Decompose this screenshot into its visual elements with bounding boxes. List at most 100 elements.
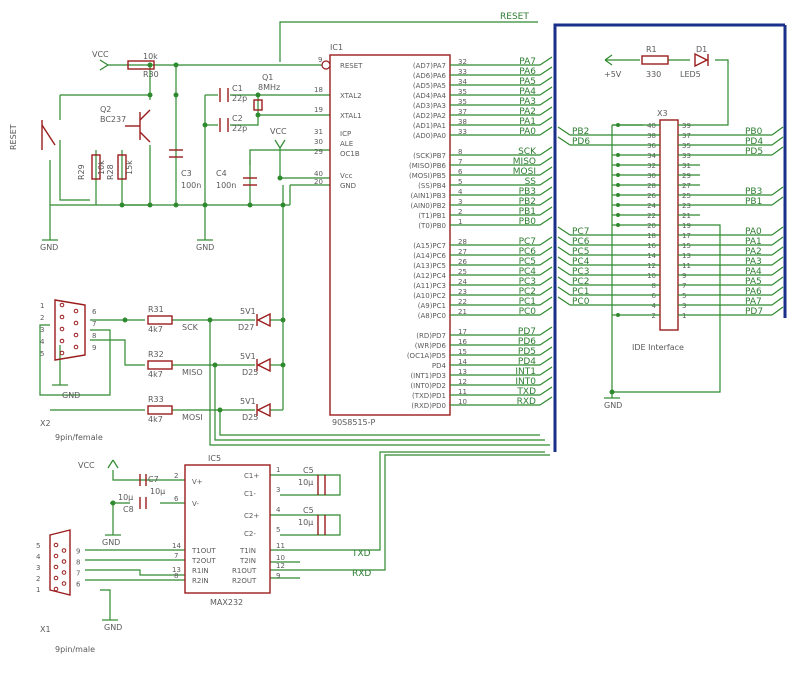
mcu-pin-number: 38	[458, 118, 467, 126]
mcu-pin-number: 22	[458, 298, 467, 306]
ic5-c1minus: C1-	[244, 490, 256, 498]
x1-connector	[49, 529, 71, 596]
mcu-pin-number: 11	[458, 388, 467, 396]
q1-crystal	[253, 99, 263, 111]
bus-entry	[539, 396, 553, 406]
q1-name: Q1	[262, 73, 273, 82]
ide-left-pin-number: 16	[647, 242, 656, 250]
bus-entry	[557, 126, 571, 136]
bus-entry	[771, 256, 784, 266]
ic5-r2out: R2OUT	[232, 577, 257, 585]
ide-left-pin-number: 14	[647, 252, 656, 260]
ic5-pin-9: 9	[276, 572, 280, 580]
x2-pin-number: 9	[92, 344, 96, 352]
q1-value: 8MHz	[258, 83, 280, 92]
bus-entry	[771, 136, 784, 146]
mcu-pin-number: 26	[458, 258, 467, 266]
mcu-pin-number: 8	[458, 148, 462, 156]
txd-net-label: TXD	[351, 549, 371, 559]
vcc-mid-label: VCC	[270, 127, 287, 136]
plus5v-arrow	[604, 54, 613, 66]
mcu-pin-label: (MISO)PB6	[409, 162, 447, 170]
x1-pin-number: 2	[36, 575, 40, 583]
c2-symbol	[219, 118, 229, 132]
r28-value: 15k	[125, 160, 134, 175]
ic1-gnd-pin: GND	[340, 182, 356, 190]
x2-pin-contact	[59, 302, 65, 308]
x1-pin-contact	[53, 586, 59, 592]
d1-name: D1	[696, 45, 707, 54]
bus-entry	[557, 266, 571, 276]
gnd-label-2: GND	[196, 243, 214, 252]
bus-entry	[539, 276, 553, 286]
x2-pin-contact	[73, 320, 79, 326]
mcu-net-label: PD7	[518, 327, 536, 337]
ic1-icp-pin: ICP	[340, 130, 351, 138]
mcu-pin-number: 24	[458, 278, 467, 286]
ide-interface-label: IDE Interface	[632, 343, 684, 352]
ic5-pin-11: 11	[276, 542, 285, 550]
mcu-net-label: PC7	[519, 237, 536, 247]
mcu-net-label: PC3	[519, 277, 536, 287]
sck-line-label: SCK	[182, 323, 199, 332]
ide-right-net-label: PA5	[745, 277, 762, 287]
ide-right-pin-number: 13	[682, 252, 691, 260]
vcc-top-label: VCC	[92, 50, 109, 59]
bus-entry	[539, 166, 553, 176]
ide-right-pin-number: 37	[682, 132, 691, 140]
ide-left-pin-number: 18	[647, 232, 656, 240]
gnd-x2-label: GND	[62, 391, 80, 400]
ide-left-pin-number: 34	[647, 152, 656, 160]
ic5-r1in: R1IN	[192, 567, 209, 575]
ide-right-pin-number: 31	[682, 162, 691, 170]
mcu-net-label: PA6	[519, 67, 536, 77]
ic5-pin-6: 6	[174, 495, 179, 503]
bus-entry	[771, 296, 784, 306]
d27-value: 5V1	[240, 307, 256, 316]
x2-connector	[54, 299, 86, 361]
bus-entry	[539, 376, 553, 386]
x2-pin-contact	[73, 308, 79, 314]
max232-label: MAX232	[210, 598, 243, 607]
bus-entry	[539, 76, 553, 86]
mcu-net-label: PB2	[519, 197, 536, 207]
mcu-net-label: PC6	[519, 247, 537, 257]
mcu-pin-label: (AD7)PA7	[413, 62, 446, 70]
x2-pin-contact	[73, 332, 79, 338]
bus-entry	[557, 296, 571, 306]
r29-symbol	[91, 154, 101, 180]
mcu-net-label: PA1	[519, 117, 536, 127]
vcc-low-label: VCC	[78, 461, 95, 470]
d27-name: D27	[238, 323, 254, 332]
gnd-c8-label-2: GND	[102, 538, 120, 547]
mcu-pin-number: 25	[458, 268, 467, 276]
mcu-pin-number: 14	[458, 358, 467, 366]
mcu-net-label: PD5	[518, 347, 536, 357]
ic5-body	[184, 464, 271, 594]
r1-value: 330	[646, 70, 661, 79]
ic5-t2in: T2IN	[239, 557, 256, 565]
bus-entry	[771, 186, 784, 196]
mcu-pin-number: 2	[458, 208, 462, 216]
mcu-pin-label: (WR)PD6	[415, 342, 447, 350]
mcu-pin-number: 3	[458, 198, 462, 206]
mcu-net-label: PC0	[519, 307, 537, 317]
r29-name: R29	[77, 164, 86, 180]
c5b-name: C5	[303, 506, 314, 515]
c3-value: 100n	[181, 181, 201, 190]
mcu-pin-label: (A12)PC4	[413, 272, 446, 280]
mcu-net-label: PD4	[518, 357, 536, 367]
mcu-pin-number: 35	[458, 98, 467, 106]
mcu-pin-label: (TXD)PD1	[412, 392, 446, 400]
mcu-pin-label: (A15)PC7	[413, 242, 446, 250]
bus-entry	[539, 366, 553, 376]
x1-pin-contact	[61, 570, 67, 575]
mcu-net-label: SCK	[518, 147, 537, 157]
ide-right-pin-number: 17	[682, 232, 691, 240]
q2-name: Q2	[100, 105, 111, 114]
gnd-symbols	[42, 239, 620, 621]
ic5-pin-5: 5	[276, 526, 280, 534]
ide-left-pin-number: 8	[652, 282, 656, 290]
